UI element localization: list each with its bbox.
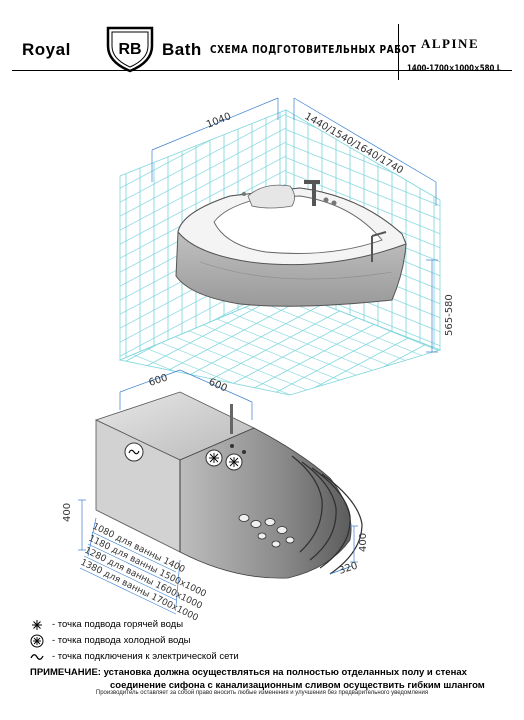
header: Royal RB Bath СХЕМА ПОДГОТОВИТЕЛЬНЫХ РАБ… — [18, 14, 514, 80]
length-step-curves — [291, 455, 363, 575]
legend-label: - точка подвода горячей воды — [52, 619, 184, 630]
top-drawing: 1040 1440/1540/1640/1740 565-580 — [118, 97, 455, 396]
right-height-dimension: 400 — [358, 533, 369, 552]
height-dimension: 565-580 — [444, 294, 455, 336]
note-line-2: соединение сифона с канализационным слив… — [110, 680, 485, 691]
cold-water-point-icon — [30, 634, 44, 648]
electrical-connection-icon — [30, 654, 44, 660]
shield-icon: RB — [106, 26, 154, 73]
brand-shield-logo: RB — [104, 24, 156, 74]
faucet — [312, 182, 316, 206]
brand-name-left: Royal — [22, 40, 71, 59]
box-front-body — [179, 427, 352, 579]
model-box: ALPINE 1400-1700×1000×580 L — [398, 24, 515, 80]
brand-monogram: RB — [118, 41, 141, 58]
bottom-drawing: 600 600 400 400 320 1080 для ванны 1400 … — [62, 369, 369, 624]
page-frame: Royal RB Bath СХЕМА ПОДГОТОВИТЕЛЬНЫХ РАБ… — [4, 4, 520, 716]
tiled-floor — [118, 289, 442, 396]
legend-label: - точка подключения к электрической сети — [52, 651, 239, 662]
footer-disclaimer: Производитель оставляет за собой право в… — [95, 690, 429, 696]
wall-pipe — [230, 404, 233, 434]
model-name: ALPINE — [421, 36, 480, 51]
header-divider — [12, 70, 512, 71]
right-offset-dimension: 320 — [338, 560, 360, 576]
model-dimensions: 1400-1700×1000×580 L — [407, 64, 502, 74]
note-line-1: ПРИМЕЧАНИЕ: установка должна осуществлят… — [30, 667, 467, 678]
depth-dimension: 1040 — [205, 111, 233, 131]
brand-name-right: Bath — [162, 40, 202, 59]
top-dimension-lines — [151, 97, 438, 353]
bottom-dimension-lines — [78, 369, 358, 607]
document-title: СХЕМА ПОДГОТОВИТЕЛЬНЫХ РАБОТ — [210, 44, 417, 56]
left-height-dimension: 400 — [62, 503, 73, 522]
hot-water-point-icon — [32, 620, 42, 630]
wall-a-dimension: 600 — [148, 372, 170, 388]
fittings-cluster — [238, 514, 295, 548]
shower-holder — [371, 231, 387, 262]
headrest — [247, 184, 295, 209]
legend-label: - точка подвода холодной воды — [52, 635, 191, 646]
